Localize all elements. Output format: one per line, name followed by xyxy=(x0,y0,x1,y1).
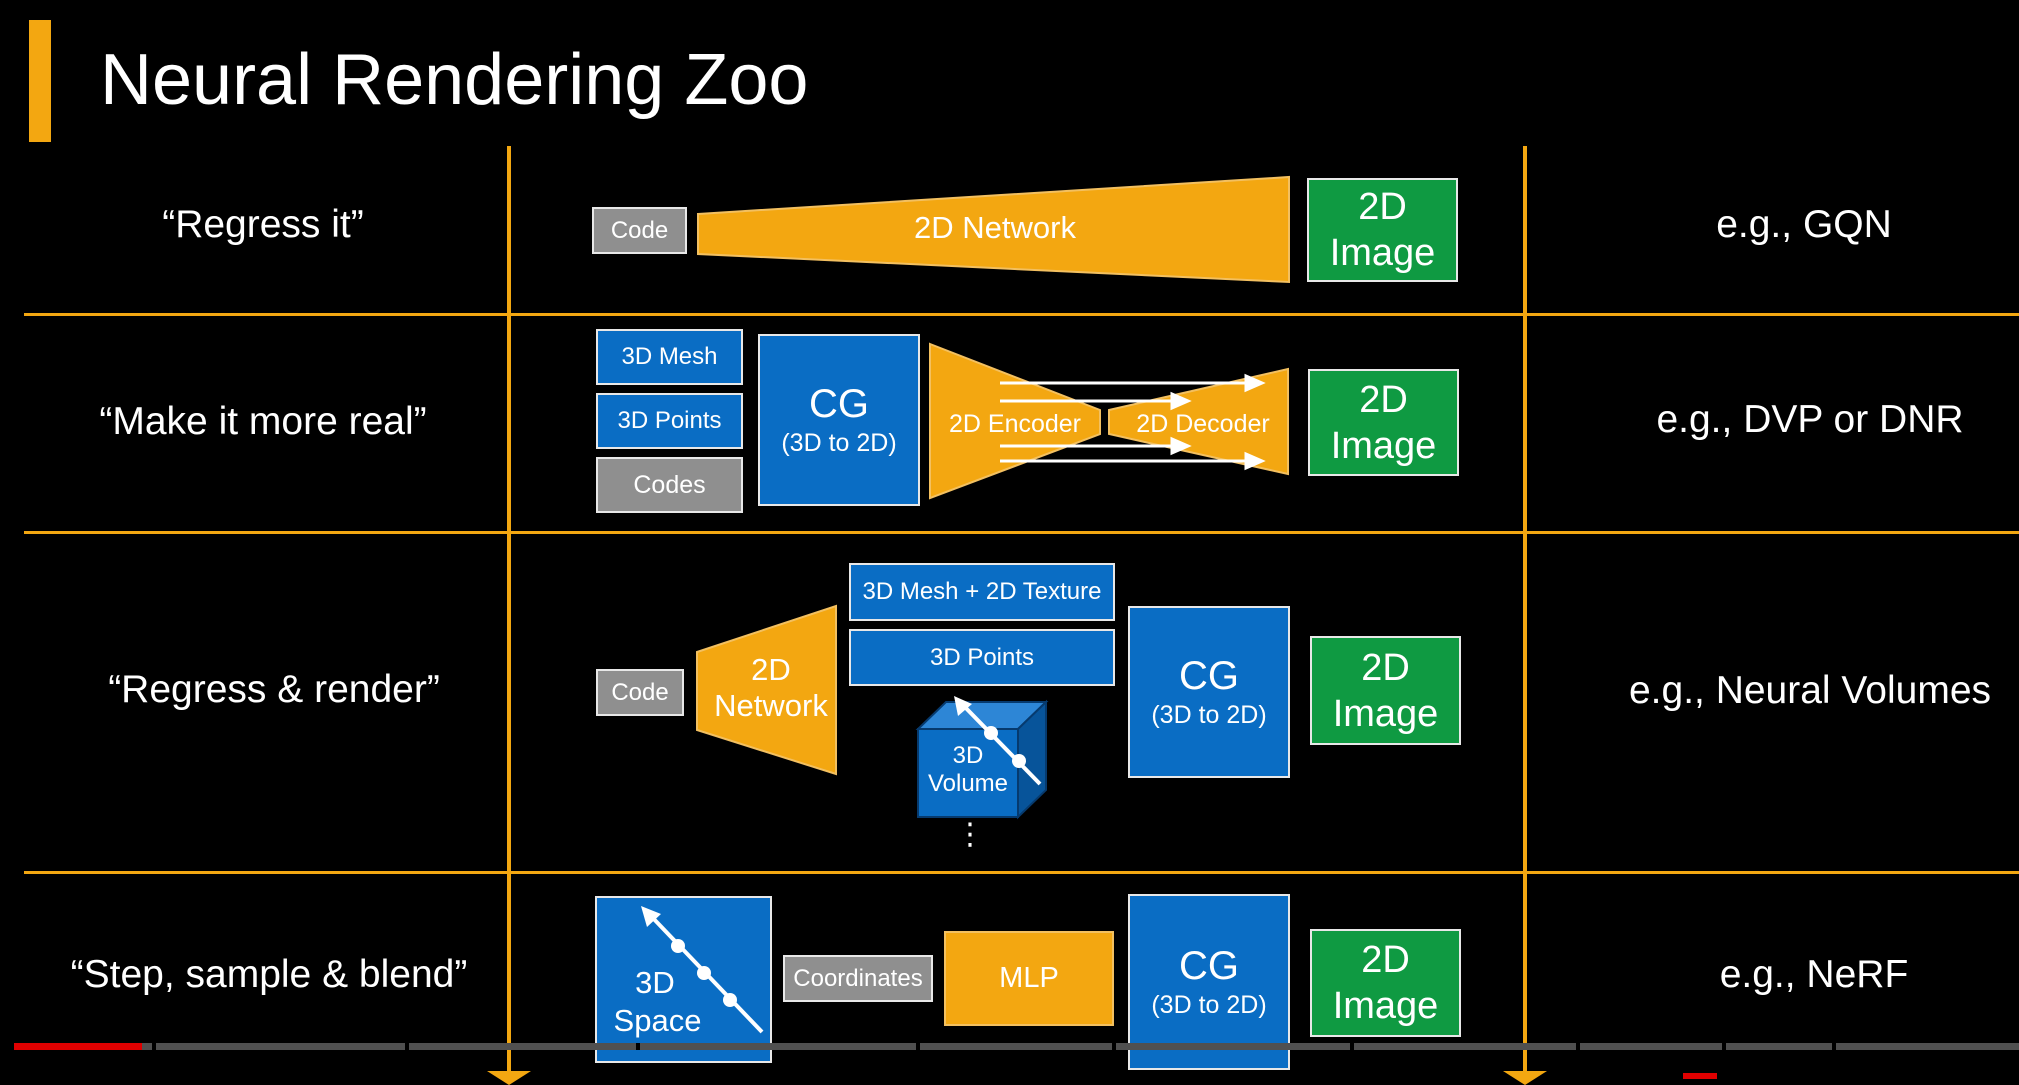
row-label-regress-it: “Regress it” xyxy=(162,203,364,246)
row1-image-line1: 2D xyxy=(1358,186,1407,228)
row3-volume-label-line2: Volume xyxy=(927,770,1009,797)
row2-image-line2: Image xyxy=(1330,424,1437,467)
video-progress-played[interactable] xyxy=(14,1043,142,1050)
example-nerf: e.g., NeRF xyxy=(1719,953,1909,996)
row4-image-box: 2D Image xyxy=(1310,929,1461,1037)
row2-image-box: 2D Image xyxy=(1308,369,1459,476)
row3-cg-box: CG (3D to 2D) xyxy=(1128,606,1290,778)
column-divider-left xyxy=(507,146,511,1076)
row-label-regress-and-render: “Regress & render” xyxy=(108,668,440,711)
title-accent-bar xyxy=(29,20,51,142)
row4-coordinates-box: Coordinates xyxy=(783,955,933,1002)
row4-space-label-line2: Space xyxy=(613,1003,702,1038)
row1-image-box: 2D Image xyxy=(1307,178,1458,282)
row2-encoder-label: 2D Encoder xyxy=(948,410,1082,438)
row4-mlp-box: MLP xyxy=(944,931,1114,1026)
row4-cg-box: CG (3D to 2D) xyxy=(1128,894,1290,1070)
player-indicator xyxy=(1683,1073,1717,1079)
row2-encoder-shape xyxy=(929,342,1101,500)
row3-more-ellipsis: ⋮ xyxy=(955,818,985,851)
chapter-gap xyxy=(405,1043,409,1050)
chapter-gap xyxy=(1112,1043,1116,1050)
row-divider-3 xyxy=(24,871,2019,874)
column-divider-right xyxy=(1523,146,1527,1076)
row3-image-line2: Image xyxy=(1332,692,1439,735)
row-label-make-it-more-real: “Make it more real” xyxy=(99,400,427,443)
chapter-gap xyxy=(1722,1043,1726,1050)
row-label-step-sample-blend: “Step, sample & blend” xyxy=(70,953,468,996)
row2-image-line1: 2D xyxy=(1359,378,1408,421)
row2-skip-arrows xyxy=(1000,373,1266,471)
row4-cg-line2: (3D to 2D) xyxy=(1151,991,1267,1019)
row2-cg-box: CG (3D to 2D) xyxy=(758,334,920,506)
row1-network-label: 2D Network xyxy=(914,210,1076,245)
row3-network-label-line1: 2D xyxy=(751,652,791,687)
row2-mesh-box: 3D Mesh xyxy=(596,329,743,385)
row4-cg-line1: CG xyxy=(1179,944,1239,988)
row3-network-shape xyxy=(696,604,837,776)
row2-points-box: 3D Points xyxy=(596,393,743,449)
row4-image-line2: Image xyxy=(1332,985,1439,1027)
row-divider-1 xyxy=(24,313,2019,316)
row3-network-label-line2: Network xyxy=(714,688,828,723)
row4-space-label-line1: 3D xyxy=(635,965,675,1000)
row-divider-2 xyxy=(24,531,2019,534)
row3-volume-cube xyxy=(915,696,1049,820)
row3-image-line1: 2D xyxy=(1361,646,1410,689)
row2-cg-line2: (3D to 2D) xyxy=(781,429,897,457)
row2-cg-line1: CG xyxy=(809,382,869,426)
chapter-gap xyxy=(916,1043,920,1050)
row2-decoder-label: 2D Decoder xyxy=(1136,410,1270,438)
chapter-gap xyxy=(1350,1043,1354,1050)
row3-points-box: 3D Points xyxy=(849,629,1115,686)
row3-mesh-texture-box: 3D Mesh + 2D Texture xyxy=(849,563,1115,621)
row3-image-box: 2D Image xyxy=(1310,636,1461,745)
row3-code-box: Code xyxy=(596,669,684,716)
example-neural-volumes: e.g., Neural Volumes xyxy=(1628,669,1992,712)
row3-volume-label-line1: 3D xyxy=(952,742,984,769)
example-dvp-dnr: e.g., DVP or DNR xyxy=(1656,398,1964,441)
row3-cg-line2: (3D to 2D) xyxy=(1151,701,1267,729)
row4-image-line1: 2D xyxy=(1361,939,1410,981)
chapter-gap xyxy=(636,1043,640,1050)
chapter-gap xyxy=(1832,1043,1836,1050)
row3-cg-line1: CG xyxy=(1179,654,1239,698)
row2-codes-box: Codes xyxy=(596,457,743,513)
row1-network-shape xyxy=(697,175,1290,284)
slide-title: Neural Rendering Zoo xyxy=(100,40,809,120)
chapter-gap xyxy=(152,1043,156,1050)
video-progress-track[interactable] xyxy=(14,1043,2019,1050)
row1-image-line2: Image xyxy=(1329,232,1436,274)
chapter-gap xyxy=(1576,1043,1580,1050)
example-gqn: e.g., GQN xyxy=(1716,203,1892,246)
row4-space-box xyxy=(595,896,772,1063)
row1-code-box: Code xyxy=(592,207,687,254)
